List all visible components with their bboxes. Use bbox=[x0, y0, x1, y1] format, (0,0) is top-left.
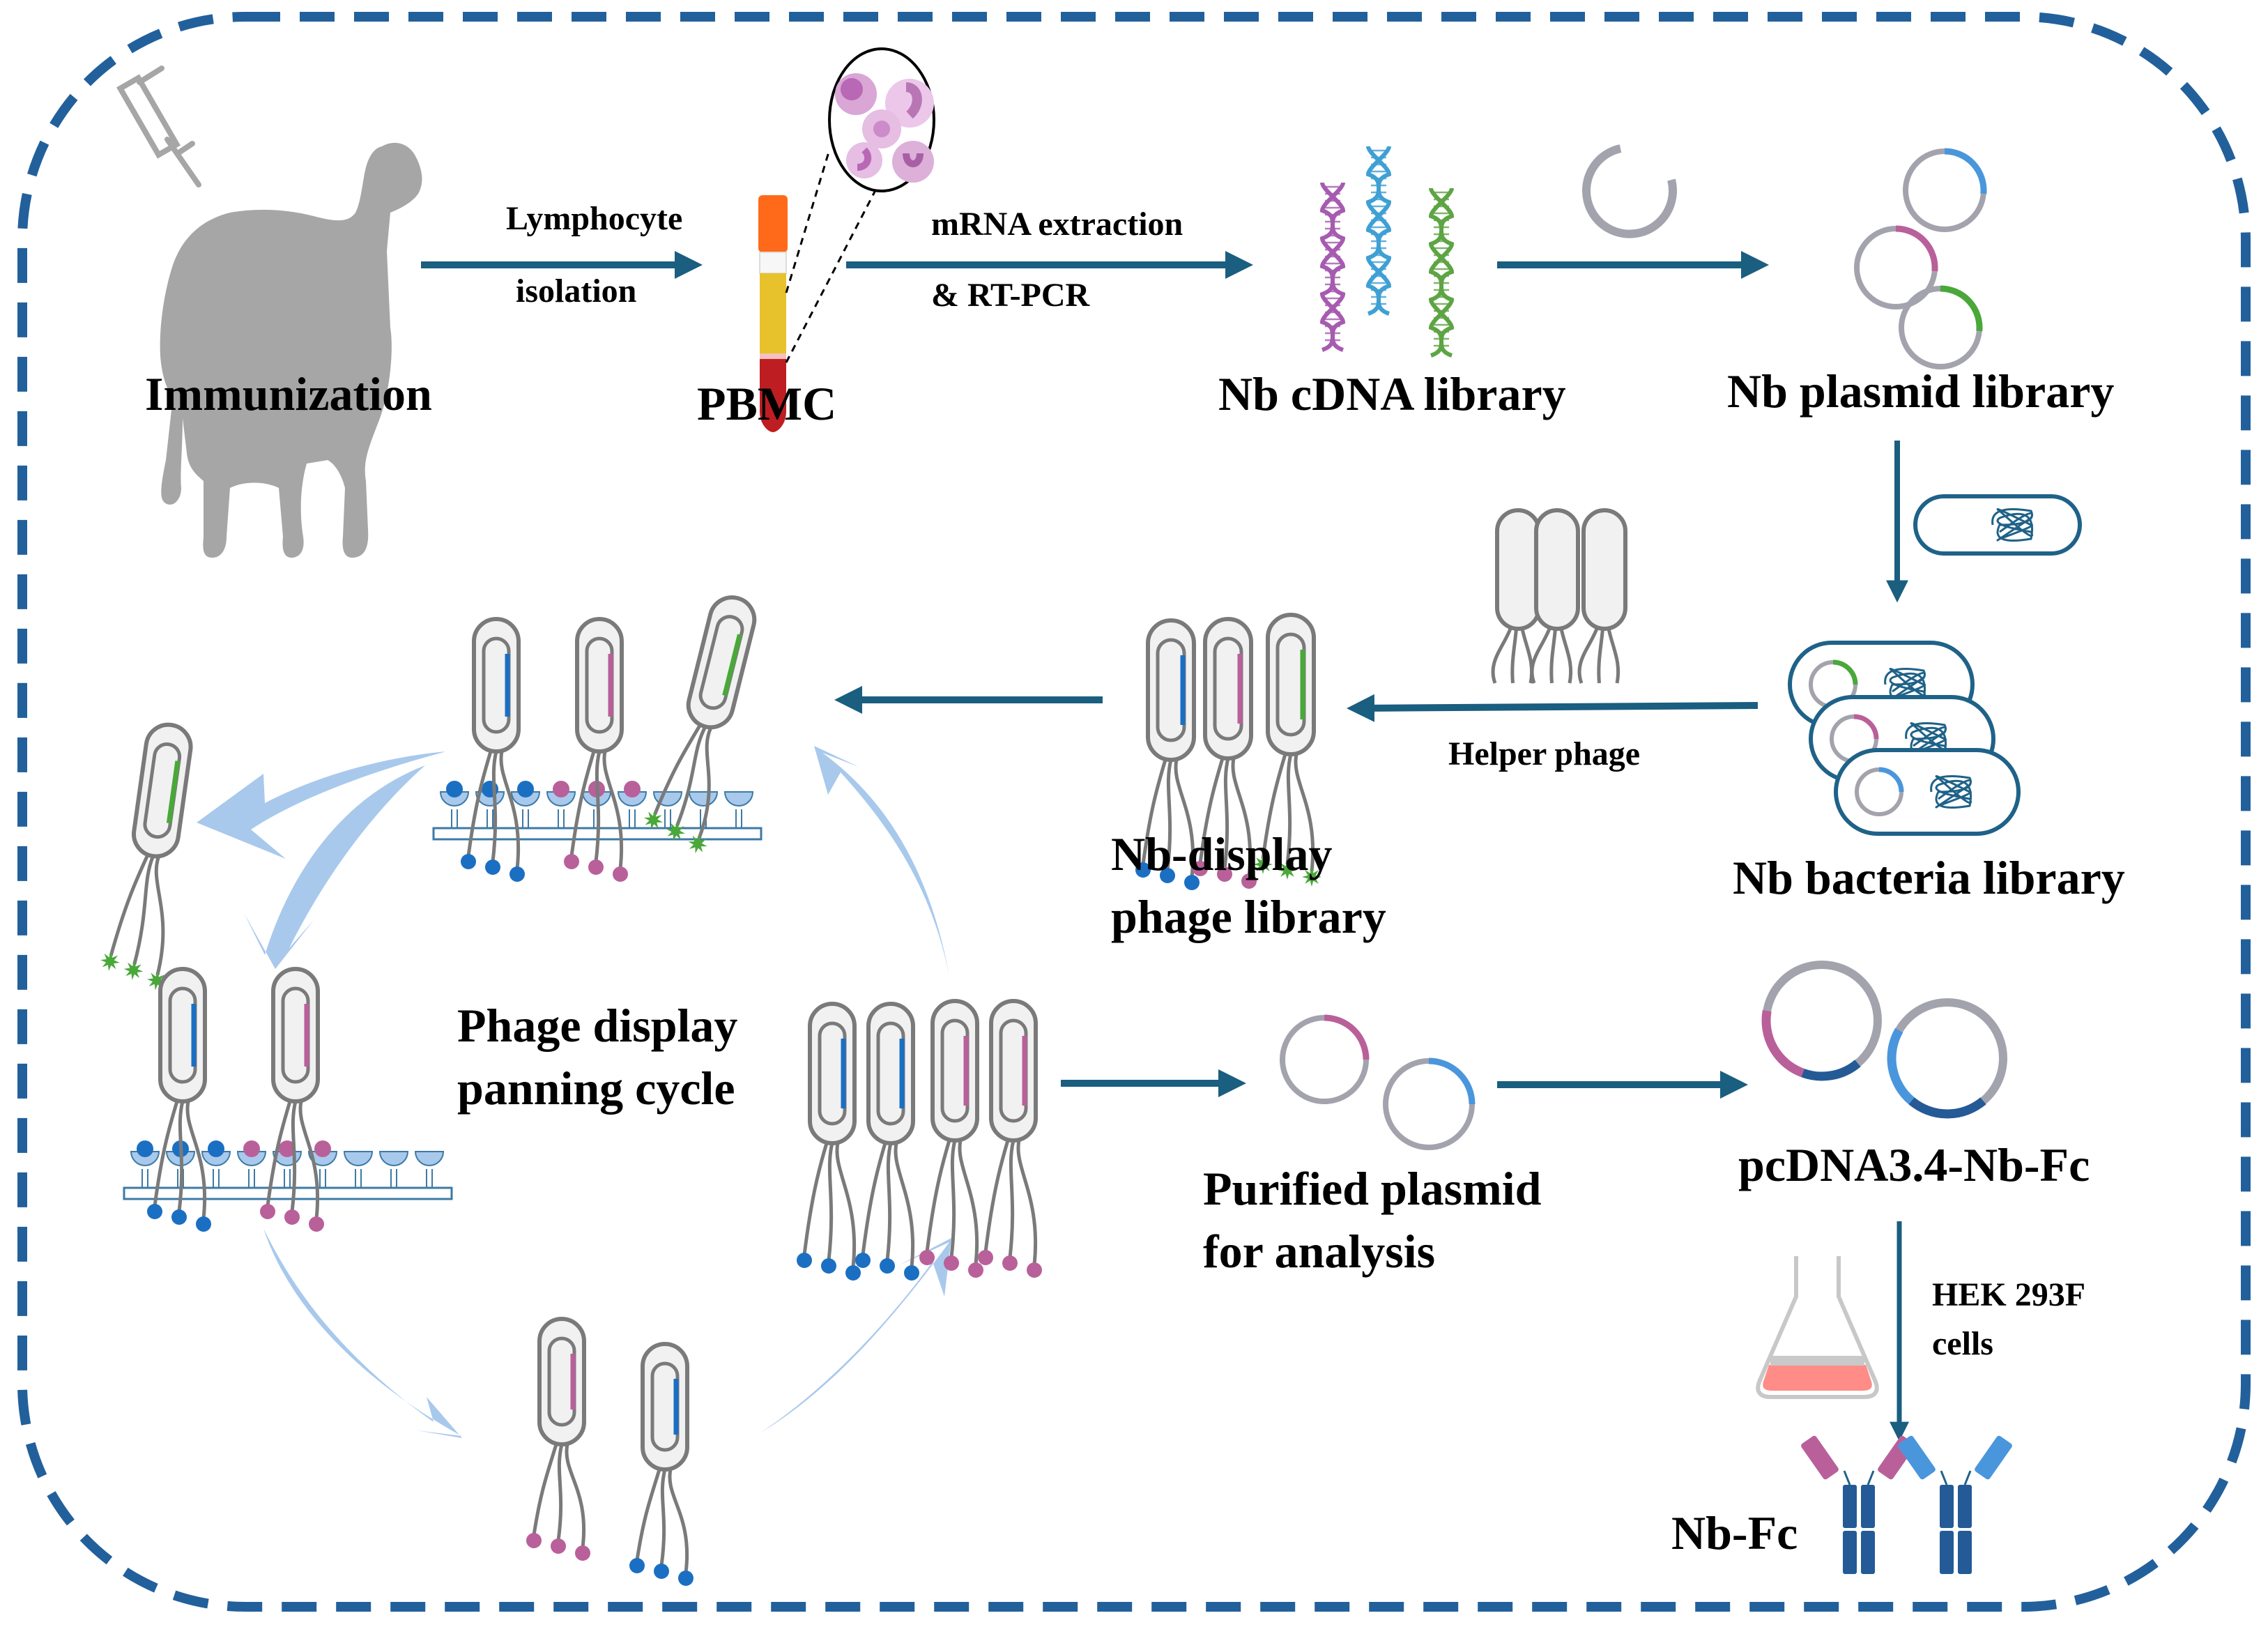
nb-fc-antibodies-icon bbox=[1801, 1435, 2012, 1574]
label-cells: cells bbox=[1932, 1325, 1993, 1362]
dna-helices-icon bbox=[1319, 146, 1455, 358]
label-nb-fc: Nb-Fc bbox=[1671, 1506, 1798, 1559]
helper-phage-icon bbox=[1491, 508, 1627, 684]
label-isolation: isolation bbox=[516, 273, 637, 310]
plasmid-icon bbox=[1383, 1057, 1476, 1150]
plasmid-icon bbox=[1887, 998, 2007, 1119]
bacterium-icon bbox=[1913, 494, 2082, 556]
phage-icon bbox=[260, 967, 324, 1232]
arrow-reinfect bbox=[814, 746, 949, 976]
label-pbmc: PBMC bbox=[697, 377, 837, 430]
helper-phage bbox=[1491, 508, 1541, 684]
panning-cycle-graphic bbox=[100, 595, 1042, 1586]
plasmid-icon bbox=[1855, 767, 1904, 816]
label-for-analysis: for analysis bbox=[1203, 1225, 1436, 1278]
label-plasmid-library: Nb plasmid library bbox=[1727, 365, 2115, 418]
label-helper-phage: Helper phage bbox=[1448, 735, 1641, 772]
phage-icon bbox=[147, 967, 211, 1232]
phage-icon bbox=[1193, 617, 1257, 889]
plasmid-icon bbox=[1854, 225, 1938, 310]
phage-icon bbox=[855, 1002, 919, 1281]
arrow-discard bbox=[197, 751, 446, 859]
label-mrna-extraction: mRNA extraction bbox=[931, 206, 1183, 243]
cell-magnifier-icon bbox=[785, 47, 935, 363]
dna-helix-icon bbox=[1319, 182, 1346, 352]
label-phage-library: phage library bbox=[1111, 890, 1386, 943]
label-lymphocyte: Lymphocyte bbox=[506, 200, 683, 237]
plasmid-icon bbox=[1280, 1014, 1370, 1104]
culture-flask-icon bbox=[1756, 1256, 1879, 1399]
display-library-phages bbox=[1135, 613, 1321, 890]
phage-icon bbox=[797, 1002, 861, 1281]
label-purified-plasmid: Purified plasmid bbox=[1203, 1162, 1542, 1215]
label-panning-cycle: panning cycle bbox=[457, 1062, 735, 1115]
helper-phage bbox=[1577, 508, 1627, 684]
phage-icon bbox=[461, 617, 525, 882]
label-hek-293f: HEK 293F bbox=[1932, 1276, 2086, 1313]
plasmid-icon bbox=[1761, 961, 1882, 1081]
phage-icon bbox=[564, 617, 628, 882]
phage-icon bbox=[100, 722, 193, 991]
phage-icon bbox=[1135, 618, 1200, 890]
alpaca-icon bbox=[160, 142, 422, 558]
arrow-phage-rescue bbox=[1347, 694, 1759, 722]
phage-icon bbox=[978, 999, 1042, 1278]
label-expression-vector: pcDNA3.4-Nb-Fc bbox=[1738, 1138, 2090, 1191]
antibody-icon bbox=[1898, 1435, 2012, 1574]
helper-phage bbox=[1530, 508, 1580, 684]
arrow-wash bbox=[244, 765, 425, 969]
label-bacteria-library: Nb bacteria library bbox=[1733, 851, 2125, 904]
purified-plasmids-icon bbox=[1280, 1014, 1476, 1150]
antibody-icon bbox=[1801, 1435, 1915, 1574]
plasmid-icon bbox=[1903, 148, 1987, 232]
label-immunization: Immunization bbox=[145, 367, 432, 420]
dna-helix-icon bbox=[1365, 146, 1392, 316]
bacterium-icon bbox=[1913, 494, 2082, 556]
phage-icon bbox=[629, 1342, 694, 1586]
phage-icon bbox=[919, 999, 983, 1278]
plasmid-icon bbox=[1899, 285, 1983, 369]
label-rt-pcr: & RT-PCR bbox=[931, 277, 1090, 314]
phage-icon bbox=[643, 595, 757, 854]
dashed-border bbox=[17, 12, 2251, 1612]
label-nb-display: Nb-display bbox=[1111, 827, 1333, 880]
dna-helix-icon bbox=[1428, 188, 1455, 358]
phage-icon bbox=[1253, 613, 1321, 887]
bacteria-library-icon bbox=[1788, 641, 2021, 836]
plasmid-library-icon bbox=[1854, 148, 1987, 369]
blood-tube-icon bbox=[758, 195, 788, 432]
empty-vector-icon bbox=[1582, 144, 1677, 238]
arrow-elute bbox=[263, 1228, 462, 1438]
antigen-plate bbox=[123, 1140, 453, 1200]
phage-icon bbox=[526, 1317, 590, 1561]
syringe-icon bbox=[116, 66, 201, 188]
bacterium-blue-clone bbox=[1834, 748, 2021, 836]
label-phage-display: Phage display bbox=[457, 999, 738, 1052]
expression-vectors-icon bbox=[1761, 961, 2007, 1119]
label-cdna-library: Nb cDNA library bbox=[1218, 367, 1566, 420]
